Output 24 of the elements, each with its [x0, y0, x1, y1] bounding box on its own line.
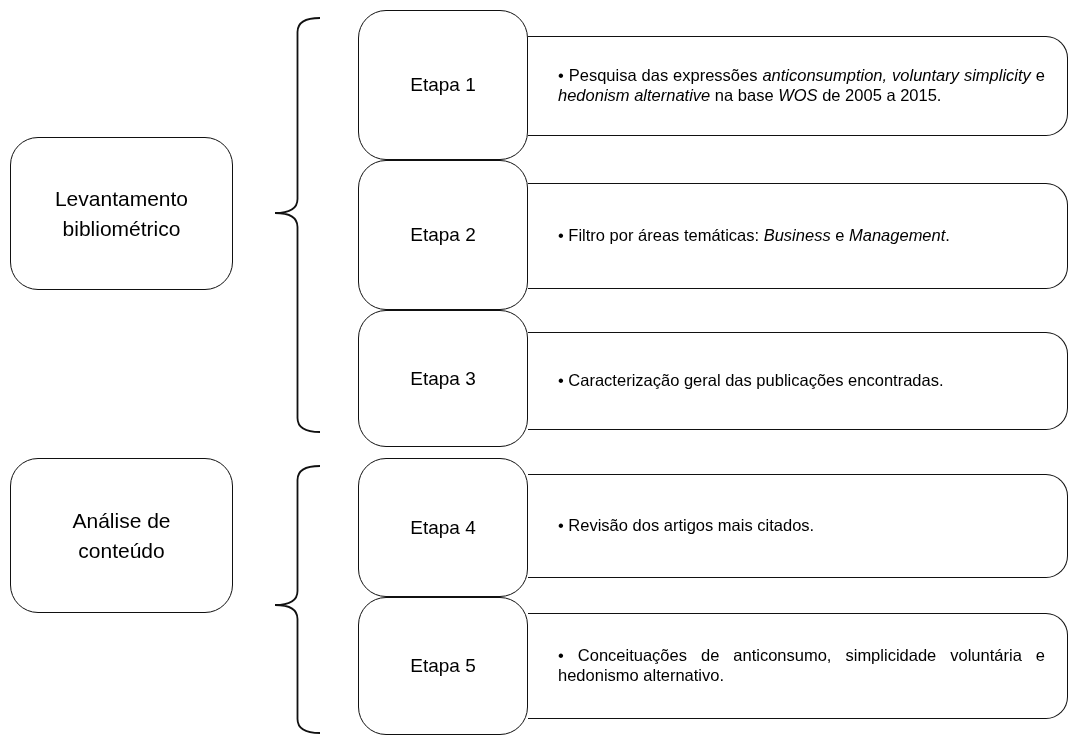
stage-box — [358, 458, 528, 597]
stage-box — [358, 310, 528, 447]
description-text: • Filtro por áreas temáticas: Business e Management. — [558, 226, 950, 246]
stage-box — [358, 597, 528, 735]
stage-label: Etapa 4 — [410, 516, 476, 539]
phase-label: Análise de conteúdo — [71, 508, 172, 564]
phase-label: Levantamento bibliométrico — [53, 186, 190, 242]
stage-box — [358, 160, 528, 310]
description-box — [528, 36, 1068, 136]
description-text: • Caracterização geral das publicações encontradas. — [558, 371, 944, 391]
stage-label: Etapa 2 — [410, 224, 476, 246]
description-text: • Revisão dos artigos mais citados. — [558, 516, 815, 536]
description-box — [528, 183, 1068, 289]
stage-box — [358, 10, 528, 160]
description-text: • Conceituações de anticonsumo, simplicidade voluntária e hedonismo alternativo. — [558, 646, 1045, 686]
stage-label: Etapa 5 — [410, 655, 476, 677]
phase-box — [10, 137, 233, 290]
description-box — [528, 613, 1068, 719]
description-text: • Pesquisa das expressões anticonsumption, voluntary simplicity e hedonism alternative na base WOS de 2005 a 2015. — [558, 66, 1045, 106]
description-box — [528, 332, 1068, 430]
stage-label: Etapa 3 — [410, 367, 476, 390]
stage-label: Etapa 1 — [410, 74, 476, 96]
description-box — [528, 474, 1068, 578]
phase-box — [10, 458, 233, 613]
